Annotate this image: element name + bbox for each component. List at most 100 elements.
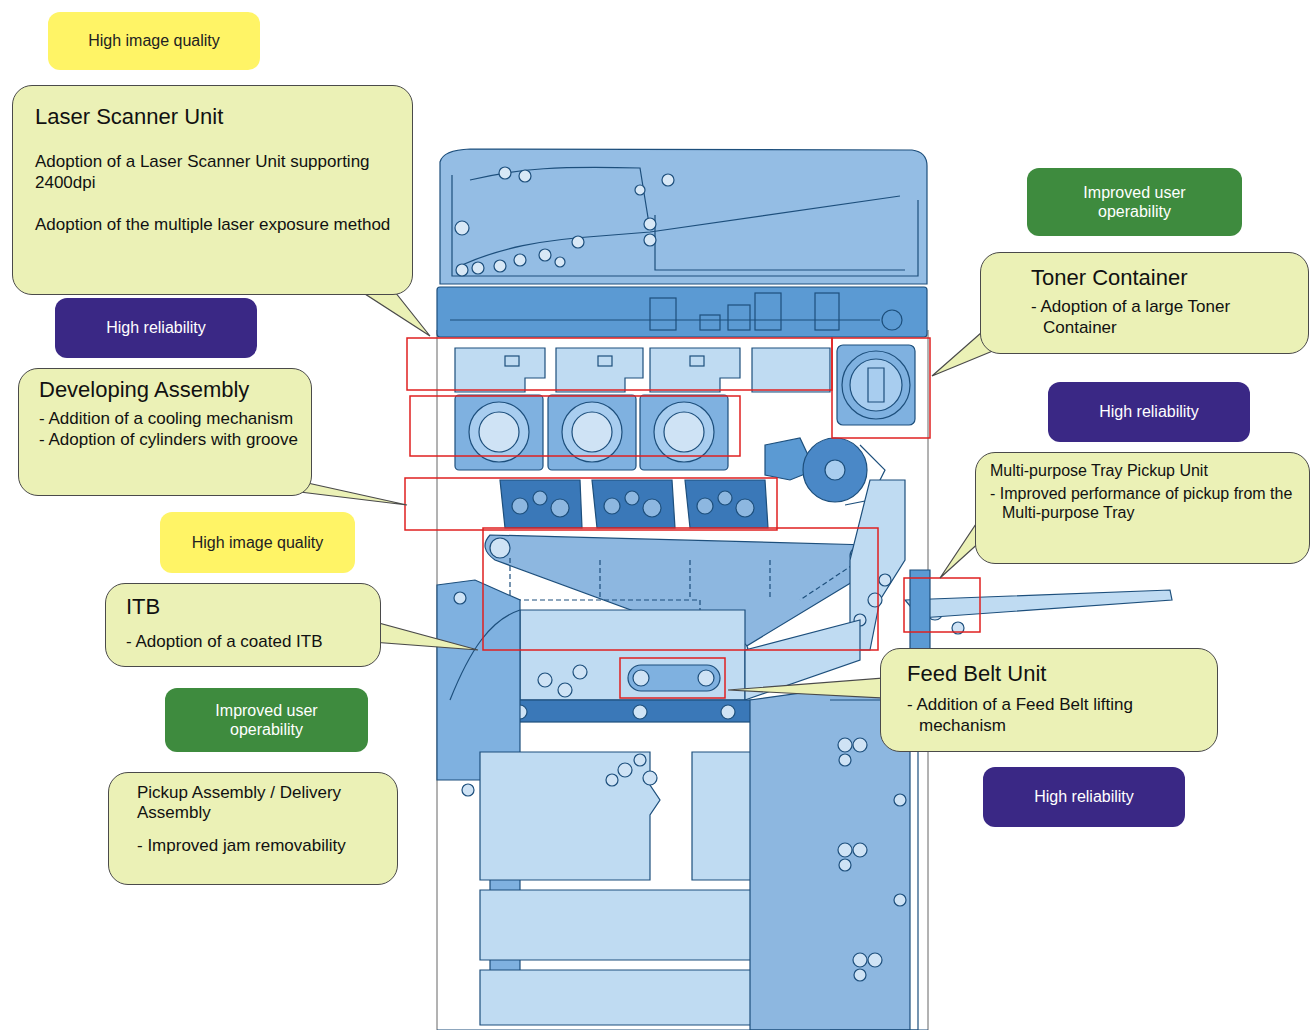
printer-illustration-part	[470, 167, 650, 230]
printer-illustration-part	[437, 330, 928, 1030]
printer-illustration-part	[853, 738, 867, 752]
feature-callout: ITB- Adoption of a coated ITB	[105, 583, 381, 667]
printer-illustration-part	[494, 260, 506, 272]
callout-heading: Developing Assembly	[39, 377, 299, 403]
printer-illustration-part	[573, 665, 587, 679]
printer-illustration-part	[462, 784, 474, 796]
printer-illustration-part	[437, 287, 927, 337]
printer-illustration-part	[755, 293, 781, 330]
printer-illustration-part	[650, 298, 676, 330]
printer-illustration-part	[700, 315, 720, 330]
printer-illustration-part	[905, 590, 1172, 618]
feature-callout: Feed Belt Unit- Addition of a Feed Belt …	[880, 648, 1218, 752]
printer-illustration-part	[635, 185, 645, 195]
printer-illustration-part	[853, 843, 867, 857]
printer-illustration-part	[572, 236, 584, 248]
printer-illustration-part	[551, 499, 569, 517]
category-badge: High image quality	[48, 12, 260, 70]
printer-illustration-part	[640, 395, 728, 470]
printer-illustration-part	[685, 480, 768, 528]
printer-illustration-part	[440, 149, 927, 284]
printer-illustration-part	[620, 658, 725, 698]
printer-illustration-part	[454, 592, 466, 604]
callout-heading: Laser Scanner Unit	[35, 104, 392, 130]
badge-label: High image quality	[192, 533, 324, 552]
printer-illustration-part	[633, 670, 649, 686]
printer-illustration-part	[882, 310, 902, 330]
printer-illustration-part	[410, 396, 740, 456]
printer-illustration-part	[868, 593, 882, 607]
printer-illustration-part	[285, 292, 1000, 698]
printer-illustration-part	[664, 412, 704, 452]
printer-illustration-part	[832, 338, 930, 438]
printer-illustration-part	[803, 438, 867, 502]
printer-illustration-part	[643, 771, 657, 785]
printer-illustration-part	[825, 460, 845, 480]
printer-illustration-part	[490, 538, 510, 558]
printer-illustration-part	[690, 356, 704, 366]
printer-illustration-part	[618, 763, 632, 777]
printer-illustration-part	[910, 570, 930, 650]
printer-illustration-part	[842, 351, 910, 419]
printer-illustration-part	[633, 705, 647, 719]
printer-illustration-part	[362, 292, 430, 336]
printer-illustration-part	[838, 738, 852, 752]
printer-illustration-part	[752, 348, 830, 392]
printer-illustration-part	[499, 167, 511, 179]
printer-illustration-part	[483, 528, 878, 650]
printer-illustration-part	[625, 491, 639, 505]
callout-heading: Pickup Assembly / Delivery Assembly	[137, 783, 387, 824]
printer-illustration-part	[728, 678, 885, 698]
feature-callout: Pickup Assembly / Delivery Assembly- Imp…	[108, 772, 398, 885]
printer-illustration-part	[455, 221, 469, 235]
printer-illustration-part	[718, 491, 732, 505]
printer-illustration-part	[697, 498, 713, 514]
category-badge: High reliability	[1048, 382, 1250, 442]
printer-illustration-part	[479, 412, 704, 452]
callout-body: Adoption of the multiple laser exposure …	[35, 215, 392, 235]
callout-heading: Multi-purpose Tray Pickup Unit	[990, 461, 1301, 480]
printer-illustration-part	[437, 1029, 928, 1030]
callout-body: Adoption of a Laser Scanner Unit support…	[35, 152, 392, 193]
printer-illustration-part	[539, 249, 551, 261]
printer-illustration-part	[894, 894, 906, 906]
printer-illustration-part	[462, 196, 900, 265]
callout-heading: Feed Belt Unit	[907, 661, 1205, 687]
printer-illustration-part	[450, 610, 520, 700]
printer-illustration-part	[854, 969, 866, 981]
printer-illustration-part	[655, 215, 905, 270]
printer-illustration-part	[853, 953, 867, 967]
printer-illustration-part	[480, 752, 660, 880]
printer-illustration-part	[728, 305, 750, 330]
badge-label: Improved user operability	[1060, 183, 1210, 221]
printer-illustration-part	[455, 348, 830, 392]
printer-illustration-part	[643, 499, 661, 517]
badge-label: Improved user operability	[192, 701, 342, 739]
printer-illustration-part	[838, 738, 906, 981]
callout-body: - Addition of a cooling mechanism	[39, 409, 299, 429]
feature-callout: Developing Assembly - Addition of a cooli…	[18, 368, 312, 496]
printer-illustration-part	[558, 683, 572, 697]
feature-callout: Laser Scanner UnitAdoption of a Laser Sc…	[12, 85, 413, 295]
printer-illustration-part	[839, 754, 851, 766]
category-badge: High reliability	[983, 767, 1185, 827]
printer-illustration-part	[514, 254, 526, 266]
printer-illustration-part	[879, 574, 891, 586]
printer-illustration-part	[538, 665, 587, 697]
printer-illustration-part	[455, 395, 728, 470]
printer-illustration-part	[452, 175, 918, 276]
printer-illustration-part	[604, 498, 620, 514]
category-badge: Improved user operability	[1027, 168, 1242, 236]
printer-illustration-part	[455, 395, 543, 470]
callout-heading: ITB	[126, 594, 368, 620]
printer-illustration-part	[512, 491, 754, 517]
printer-illustration-part	[520, 610, 745, 700]
printer-illustration-part	[628, 665, 720, 691]
printer-illustration-part	[372, 622, 478, 650]
printer-illustration-part	[405, 478, 777, 530]
printer-illustration-part	[500, 480, 768, 528]
printer-illustration-part	[598, 356, 612, 366]
printer-illustration-part	[456, 264, 468, 276]
printer-illustration-part	[634, 754, 646, 766]
